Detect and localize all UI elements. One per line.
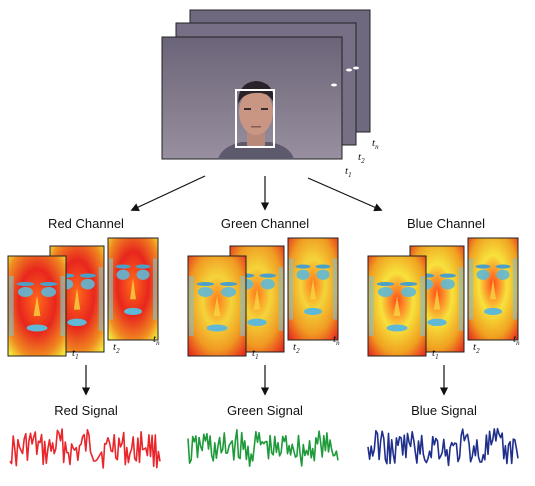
video-frame-label-t2: t2 — [358, 151, 365, 166]
blue-channel-title: Blue Channel — [406, 216, 486, 231]
arrow-to-red — [130, 175, 206, 211]
video-frame-stack — [161, 9, 371, 160]
green-channel-stack — [187, 237, 339, 357]
light-reflection — [346, 68, 352, 72]
red-heatmap-frame-t1 — [7, 255, 67, 357]
red-frame-label-tn: tn — [153, 333, 160, 348]
green-channel-title: Green Channel — [220, 216, 310, 231]
blue-frame-label-tn: tn — [513, 333, 520, 348]
channel-heatmap-stacks — [7, 237, 519, 357]
red-frame-label-t2: t2 — [113, 341, 120, 356]
blue-heatmap-frame-tn — [467, 237, 519, 341]
arrow-to-blue — [307, 177, 383, 212]
blue-signal-trace — [367, 427, 519, 467]
green-heatmap-frame-t1 — [187, 255, 247, 357]
blue-frame-label-t1: t1 — [432, 347, 439, 362]
video-frame-label-tn: tn — [372, 137, 379, 152]
blue-signal-title: Blue Signal — [411, 403, 477, 418]
red-frame-label-t1: t1 — [72, 347, 79, 362]
video-frame-label-t1: t1 — [345, 165, 352, 180]
red-channel-stack — [7, 237, 159, 357]
red-signal-trace — [9, 428, 161, 469]
blue-heatmap-frame-t1 — [367, 255, 427, 357]
light-reflection — [353, 66, 359, 70]
red-heatmap-frame-tn — [107, 237, 159, 341]
green-frame-label-t1: t1 — [252, 347, 259, 362]
green-frame-label-tn: tn — [333, 333, 340, 348]
green-frame-label-t2: t2 — [293, 341, 300, 356]
red-channel-title: Red Channel — [48, 216, 124, 231]
red-signal-title: Red Signal — [54, 403, 118, 418]
blue-frame-label-t2: t2 — [473, 341, 480, 356]
signal-traces — [9, 427, 519, 469]
green-signal-title: Green Signal — [227, 403, 303, 418]
green-heatmap-frame-tn — [287, 237, 339, 341]
green-signal-trace — [187, 429, 339, 467]
light-reflection — [331, 83, 337, 87]
blue-channel-stack — [367, 237, 519, 357]
face-roi-box — [235, 89, 275, 148]
